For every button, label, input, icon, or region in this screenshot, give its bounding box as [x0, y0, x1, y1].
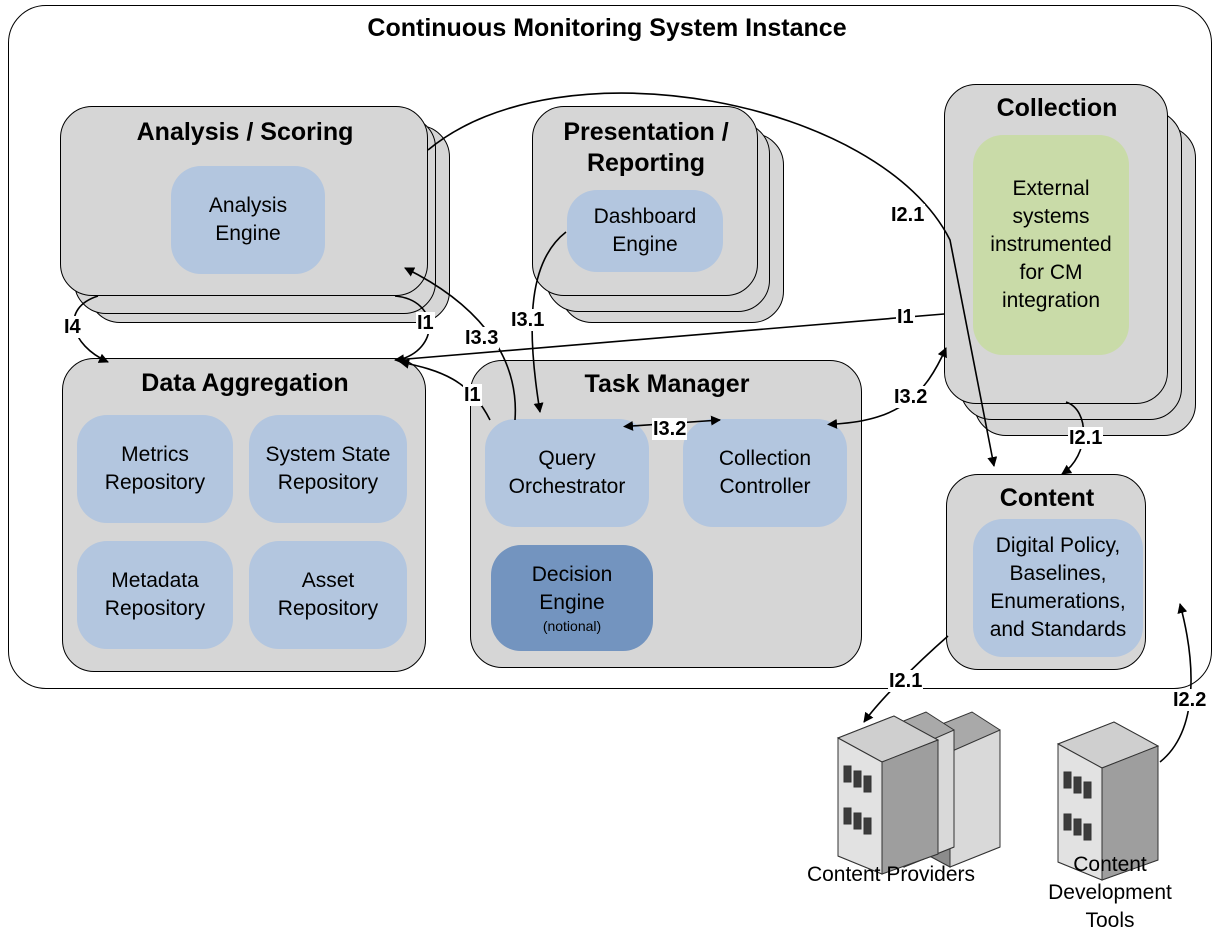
i2-1-analysis-content-line [427, 92, 998, 467]
label-i4: I4 [63, 316, 82, 338]
metrics-repository[interactable]: Metrics Repository [77, 415, 233, 523]
system-state-repository[interactable]: System State Repository [249, 415, 407, 523]
collection-controller[interactable]: Collection Controller [683, 419, 847, 527]
i2-2-line [1159, 603, 1192, 763]
analysis-scoring-title: Analysis / Scoring [136, 118, 354, 146]
asset-repository[interactable]: Asset Repository [249, 541, 407, 649]
query-orchestrator[interactable]: Query Orchestrator [485, 419, 649, 527]
i1-collection-aggregation-line [394, 313, 945, 365]
collection-title: Collection [996, 94, 1118, 122]
diagram-title: Continuous Monitoring System Instance [367, 14, 847, 42]
label-i3-2-task: I3.2 [652, 418, 688, 440]
label-i1-analysis: I1 [416, 312, 435, 334]
collection-group: Collection External systems instrumented… [944, 84, 1168, 404]
presentation-title-line1: Presentation / [563, 118, 729, 146]
analysis-engine[interactable]: Analysis Engine [171, 166, 325, 274]
label-i2-2: I2.2 [1172, 689, 1208, 711]
content-dev-tools-line3: Tools [1085, 909, 1135, 932]
i1-query-aggregation-line [399, 358, 491, 421]
analysis-scoring-group: Analysis / Scoring Analysis Engine [60, 106, 428, 296]
presentation-title-line2: Reporting [586, 149, 706, 177]
data-aggregation-title: Data Aggregation [141, 369, 349, 397]
content-dev-tools-line1: Content [1073, 853, 1147, 876]
content-dev-tools-line2: Development [1048, 881, 1172, 904]
metadata-repository[interactable]: Metadata Repository [77, 541, 233, 649]
dashboard-engine[interactable]: Dashboard Engine [567, 190, 723, 272]
label-i3-1: I3.1 [510, 309, 546, 331]
task-manager-title: Task Manager [584, 370, 750, 398]
content-development-tools-icon [1056, 721, 1160, 881]
data-aggregation-group: Data Aggregation Metrics Repository Syst… [62, 358, 426, 672]
i3-2-collection-line [827, 347, 947, 429]
i3-1-line [531, 231, 567, 413]
label-i1-collection: I1 [896, 306, 915, 328]
label-i2-1-collection: I2.1 [1068, 427, 1104, 449]
content-group: Content Digital Policy, Baselines, Enume… [946, 474, 1146, 670]
presentation-reporting-group: Presentation / Reporting Dashboard Engin… [532, 106, 758, 296]
content-providers-icon [836, 711, 1001, 875]
label-i3-3: I3.3 [464, 327, 500, 349]
external-systems[interactable]: External systems instrumented for CM int… [973, 135, 1129, 355]
label-i1-query: I1 [463, 384, 482, 406]
label-i2-1-providers: I2.1 [888, 670, 924, 692]
decision-engine[interactable]: Decision Engine (notional) [491, 545, 653, 651]
label-i2-1-analysis: I2.1 [890, 204, 926, 226]
decision-engine-note: (notional) [542, 618, 602, 634]
content-title: Content [999, 484, 1095, 512]
label-i3-2-collection: I3.2 [893, 386, 929, 408]
digital-policy-content[interactable]: Digital Policy, Baselines, Enumerations,… [973, 519, 1143, 657]
content-providers-label: Content Providers [806, 863, 976, 886]
